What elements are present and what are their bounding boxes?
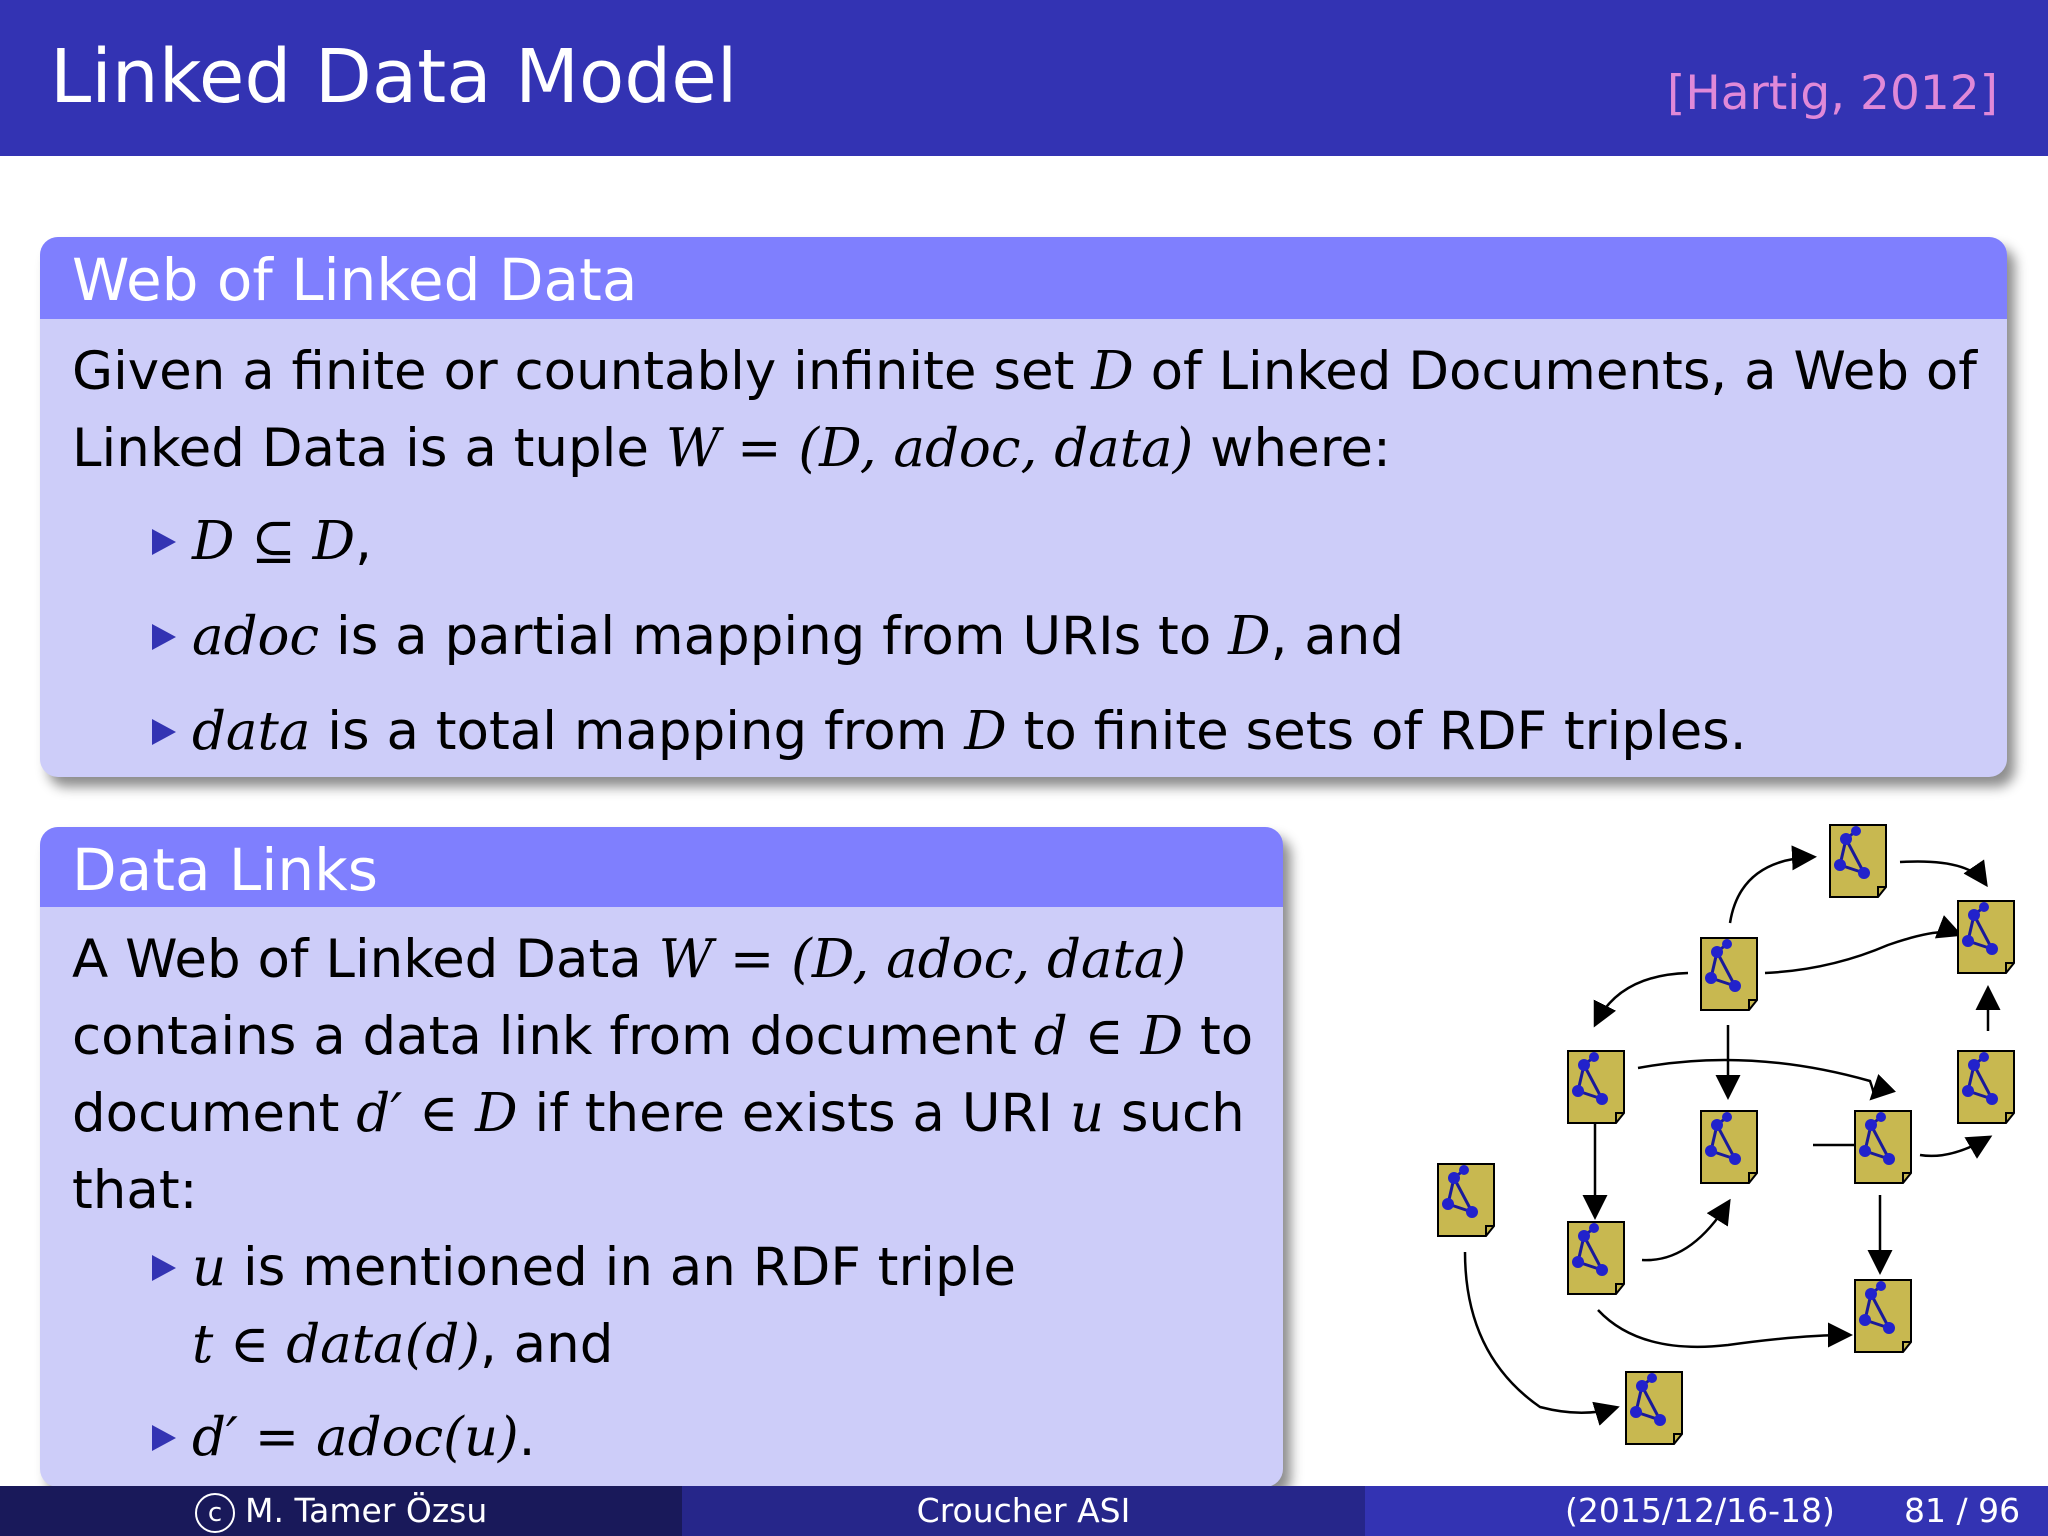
linked-documents-diagram — [1420, 815, 2040, 1455]
linked-document-icon — [1956, 1049, 2016, 1125]
linked-document-icon — [1828, 823, 1888, 899]
definition-line-3: document d′ ∈ D if there exists a URI u … — [72, 1083, 1245, 1144]
block-title: Data Links — [40, 827, 1283, 907]
event-date: (2015/12/16-18) — [1565, 1491, 1835, 1530]
slide-footer: c M. Tamer Özsu Croucher ASI (2015/12/16-… — [0, 1486, 2048, 1536]
link-arrows — [1463, 845, 2001, 1426]
linked-document-icon — [1624, 1370, 1684, 1446]
bullet-triangle-icon — [152, 719, 176, 745]
linked-document-icon — [1566, 1220, 1626, 1296]
block-body: A Web of Linked Data W = (D, adoc, data)… — [40, 907, 1283, 1476]
footer-author-section: c M. Tamer Özsu — [0, 1486, 682, 1536]
list-item: data is a total mapping from D to finite… — [72, 693, 2007, 770]
definition-line-2: Linked Data is a tuple W = (D, adoc, dat… — [72, 418, 1391, 479]
web-of-linked-data-block: Web of Linked Data Given a finite or cou… — [40, 237, 2007, 777]
footer-event-section: Croucher ASI — [682, 1486, 1365, 1536]
block-body: Given a finite or countably infinite set… — [40, 319, 2007, 770]
list-item: d′ = adoc(u). — [72, 1399, 1283, 1476]
citation: [Hartig, 2012] — [1667, 66, 1998, 121]
definition-line-1: A Web of Linked Data W = (D, adoc, data) — [72, 929, 1187, 990]
definition-line-2: contains a data link from document d ∈ D… — [72, 1006, 1254, 1067]
footer-date-section: (2015/12/16-18) 81 / 96 — [1365, 1486, 2048, 1536]
bullet-triangle-icon — [152, 529, 176, 555]
bullet-triangle-icon — [152, 1425, 176, 1451]
linked-document-icon — [1436, 1162, 1496, 1238]
definition-line-1: Given a finite or countably infinite set… — [72, 341, 1977, 402]
linked-document-icon — [1699, 936, 1759, 1012]
bullet-triangle-icon — [152, 624, 176, 650]
linked-document-icon — [1566, 1049, 1626, 1125]
event-name: Croucher ASI — [916, 1491, 1131, 1530]
data-links-block: Data Links A Web of Linked Data W = (D, … — [40, 827, 1283, 1487]
linked-document-icon — [1699, 1109, 1759, 1185]
linked-document-icon — [1956, 899, 2016, 975]
page-number: 81 / 96 — [1904, 1491, 2021, 1530]
list-item: D ⊆ D, — [72, 503, 2007, 580]
slide-title: Linked Data Model — [50, 34, 738, 120]
author-name: M. Tamer Özsu — [245, 1491, 488, 1530]
block-title: Web of Linked Data — [40, 237, 2007, 319]
linked-document-icon — [1853, 1278, 1913, 1354]
list-item: adoc is a partial mapping from URIs to D… — [72, 598, 2007, 675]
linked-document-icon — [1853, 1109, 1913, 1185]
slide-header: Linked Data Model [Hartig, 2012] — [0, 0, 2048, 156]
copyright-icon: c — [195, 1492, 235, 1533]
bullet-triangle-icon — [152, 1255, 176, 1281]
definition-line-4: that: — [72, 1160, 198, 1221]
